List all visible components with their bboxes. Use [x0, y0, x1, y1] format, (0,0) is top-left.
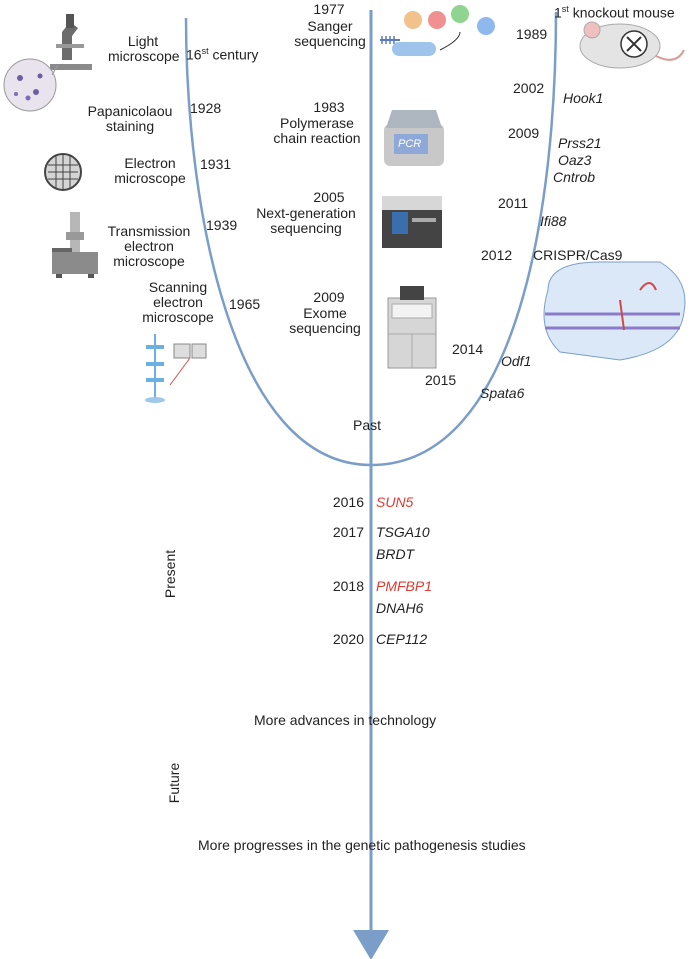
exome-year: 2009	[313, 289, 345, 305]
future-technology-text: More advances in technology	[254, 712, 437, 728]
tem-year: 1939	[206, 217, 238, 233]
year-2017: 2017	[332, 524, 364, 540]
gene-brdt: BRDT	[376, 546, 415, 562]
gene-odf1: Odf1	[501, 353, 532, 369]
knockout-year: 1989	[516, 26, 548, 42]
exome-sequencer-icon	[387, 286, 437, 369]
present-label: Present	[162, 549, 178, 599]
year-2009: 2009	[508, 125, 540, 141]
past-label: Past	[353, 417, 382, 433]
em-grid-icon	[44, 153, 82, 191]
ngs-year: 2005	[313, 189, 345, 205]
sanger-sequencing-icon	[380, 5, 495, 56]
year-2014: 2014	[452, 341, 484, 357]
sequencer-icon	[382, 196, 442, 248]
microscope-icon	[50, 14, 92, 70]
gene-spata6: Spata6	[480, 385, 525, 401]
electron-microscope-year: 1931	[200, 156, 232, 172]
gene-dnah6: DNAH6	[376, 600, 424, 616]
gene-oaz3: Oaz3	[558, 152, 592, 168]
gene-pmfbp1: PMFBP1	[376, 578, 433, 594]
pcr-machine-icon	[384, 110, 444, 166]
crispr-label: CRISPR/Cas9	[533, 247, 623, 263]
year-2002: 2002	[513, 80, 545, 96]
knockout-mouse-icon	[579, 21, 685, 69]
gene-hook1: Hook1	[563, 90, 604, 106]
tem-instrument-icon	[52, 212, 98, 278]
light-microscope-year: 16st century	[186, 46, 259, 63]
papanicolaou-year: 1928	[190, 100, 222, 116]
gene-prss21: Prss21	[558, 135, 602, 151]
pcr-screen-label: PCR	[398, 138, 422, 150]
gene-sun5: SUN5	[376, 494, 414, 510]
sanger-year: 1977	[313, 1, 345, 17]
crispr-cas9-icon	[543, 261, 686, 361]
cell-sample-icon	[3, 58, 59, 112]
gene-cep112: CEP112	[376, 631, 428, 647]
gene-cntrob: Cntrob	[553, 169, 596, 185]
sem-diagram-icon	[145, 334, 207, 403]
pcr-year: 1983	[313, 99, 345, 115]
future-genetics-text: More progresses in the genetic pathogene…	[198, 837, 526, 853]
gene-ifi88: Ifi88	[540, 213, 567, 229]
knockout-mouse-label: 1st knockout mouse	[554, 4, 675, 21]
year-2015: 2015	[425, 372, 457, 388]
gene-tsga10: TSGA10	[376, 524, 430, 540]
year-2011: 2011	[498, 195, 529, 211]
year-2020: 2020	[332, 631, 364, 647]
future-label: Future	[166, 762, 182, 804]
year-2016: 2016	[332, 494, 364, 510]
sem-year: 1965	[229, 296, 261, 312]
year-2012: 2012	[481, 247, 513, 263]
year-2018: 2018	[332, 578, 364, 594]
